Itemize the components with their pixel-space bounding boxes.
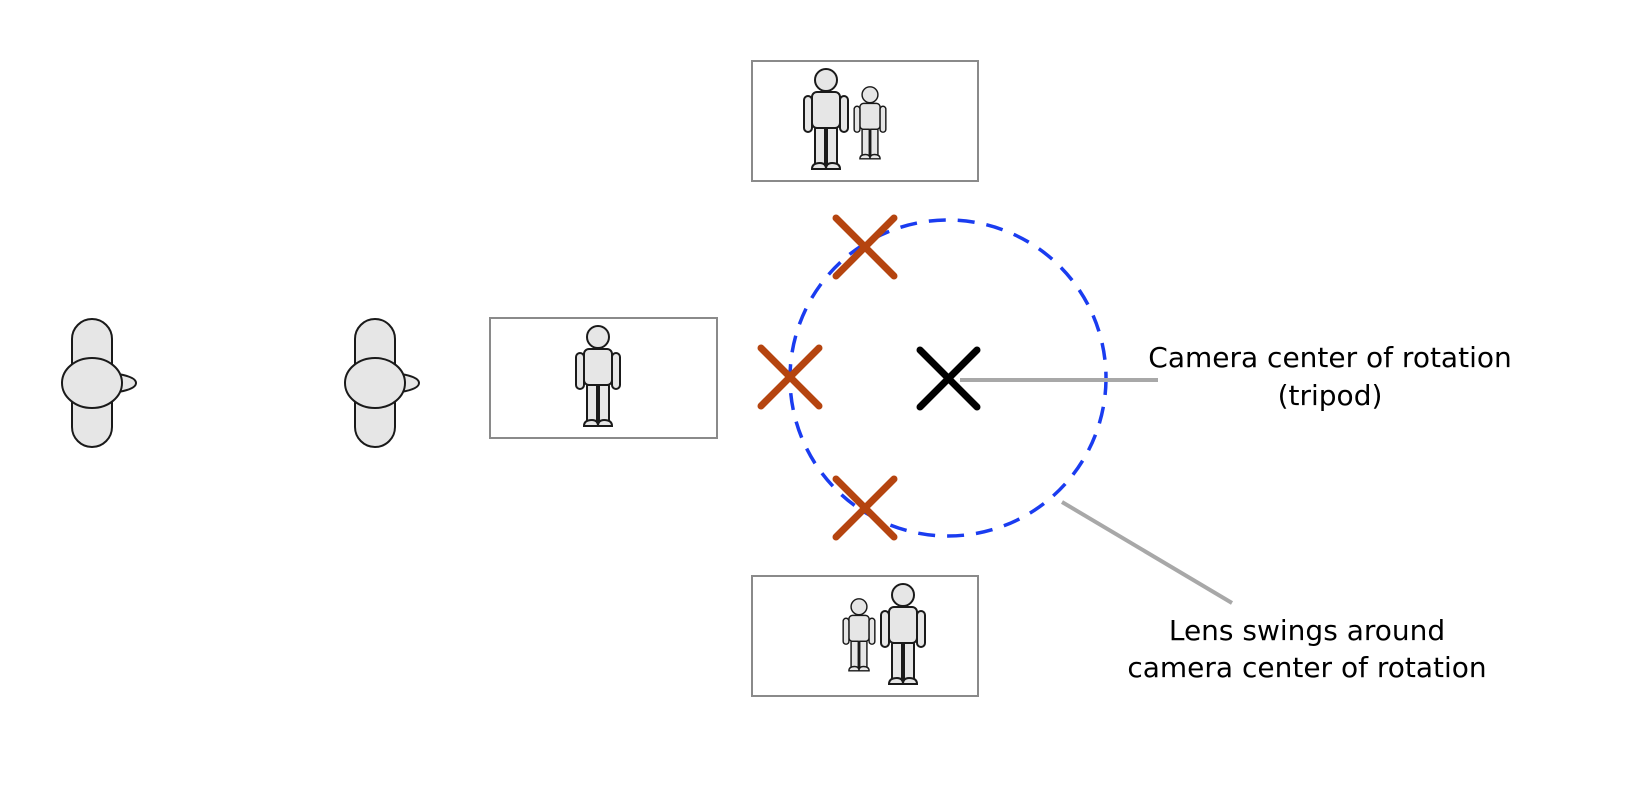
frame-center-view	[489, 317, 718, 439]
frame-top-view	[751, 60, 979, 182]
lens-label-line1: Lens swings around	[1169, 614, 1445, 647]
viewer-figure-left	[61, 318, 137, 448]
center-of-rotation-marker	[916, 346, 981, 411]
lens-position-marker-top	[832, 214, 898, 280]
lens-position-marker-bottom	[832, 475, 898, 541]
center-label-line1: Camera center of rotation	[1148, 341, 1511, 374]
frame-bottom-view	[751, 575, 979, 697]
center-label-line2: (tripod)	[1278, 379, 1383, 412]
lens-position-marker-left	[757, 344, 823, 410]
lens-label-line2: camera center of rotation	[1127, 651, 1486, 684]
leader-line-lens	[1060, 500, 1234, 605]
viewer-figure-right	[344, 318, 420, 448]
